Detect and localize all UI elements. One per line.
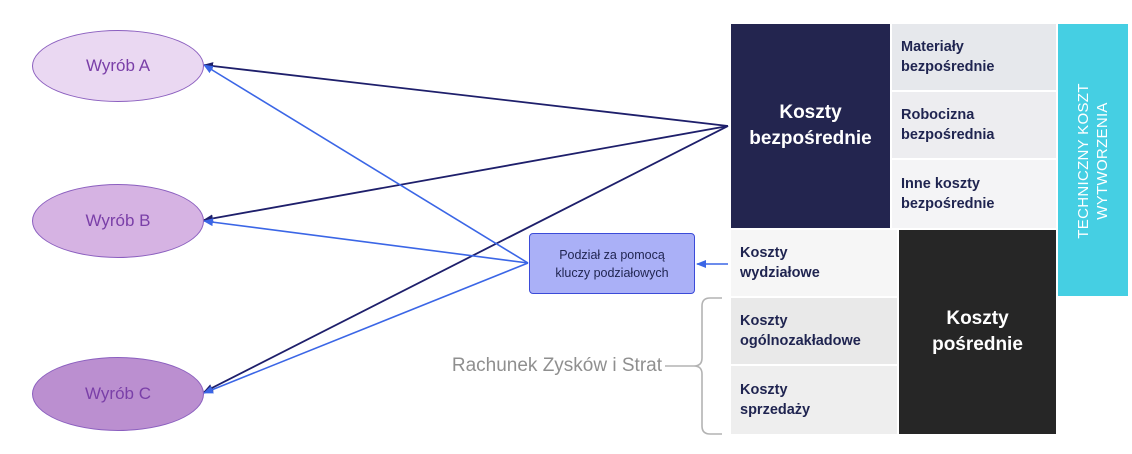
direct-item-labor-line1: Robocizna: [901, 107, 975, 123]
product-c-ellipse: Wyrób C: [32, 357, 204, 431]
pnl-label: Rachunek Zysków i Strat: [451, 355, 662, 376]
indirect-item-departmental-line1: Koszty: [740, 245, 788, 261]
arrow-allocation-to-a: [203, 64, 529, 264]
direct-item-labor-line2: bezpośrednia: [901, 127, 995, 143]
direct-item-materials-line2: bezpośrednie: [901, 59, 995, 75]
product-b-label: Wyrób B: [85, 211, 151, 230]
arrow-allocation-to-b: [203, 218, 529, 264]
indirect-item-sales-line1: Koszty: [740, 382, 788, 398]
direct-item-other-line1: Inne koszty: [901, 176, 980, 192]
product-b-ellipse: Wyrób B: [32, 184, 204, 258]
indirect-costs-title-line2: pośrednie: [932, 334, 1023, 355]
arrow-direct-to-a: [203, 62, 729, 127]
product-c-label: Wyrób C: [85, 384, 151, 403]
direct-item-labor: Robocizna bezpośrednia: [892, 92, 1056, 158]
indirect-item-sales: Koszty sprzedaży: [731, 366, 897, 434]
allocation-box: Podział za pomocą kluczy podziałowych: [529, 233, 695, 294]
technical-cost-label: TECHNICZNY KOSZT WYTWORZENIA: [1058, 25, 1128, 297]
product-a-label: Wyrób A: [85, 56, 151, 75]
technical-cost-bar: [1058, 24, 1128, 296]
direct-item-materials-line1: Materiały: [901, 39, 964, 55]
pnl-bracket: [665, 297, 722, 435]
technical-cost-line1: TECHNICZNY KOSZT: [1075, 83, 1092, 239]
arrow-direct-to-b: [203, 125, 729, 223]
arrow-allocation-to-c: [203, 262, 529, 394]
direct-item-other-line2: bezpośrednie: [901, 196, 995, 212]
direct-item-materials: Materiały bezpośrednie: [892, 24, 1056, 90]
indirect-item-general-line1: Koszty: [740, 313, 788, 329]
indirect-item-general-line2: ogólnozakładowe: [740, 333, 861, 349]
indirect-item-departmental-line2: wydziałowe: [740, 265, 820, 281]
technical-cost-line2: WYTWORZENIA: [1094, 102, 1111, 220]
arrow-direct-to-c: [203, 125, 729, 393]
indirect-item-departmental: Koszty wydziałowe: [731, 230, 897, 296]
indirect-costs-title-line1: Koszty: [946, 308, 1009, 329]
direct-costs-block: Koszty bezpośrednie: [731, 24, 890, 228]
indirect-costs-block: Koszty pośrednie: [899, 230, 1056, 434]
product-a-ellipse: Wyrób A: [32, 30, 204, 102]
allocation-line1: Podział za pomocą: [559, 247, 665, 262]
direct-item-other: Inne koszty bezpośrednie: [892, 160, 1056, 228]
allocation-line2: kluczy podziałowych: [555, 265, 669, 280]
indirect-item-sales-line2: sprzedaży: [740, 402, 811, 418]
direct-costs-title-line2: bezpośrednie: [749, 128, 872, 149]
indirect-item-general: Koszty ogólnozakładowe: [731, 298, 897, 364]
direct-costs-title-line1: Koszty: [779, 102, 842, 123]
